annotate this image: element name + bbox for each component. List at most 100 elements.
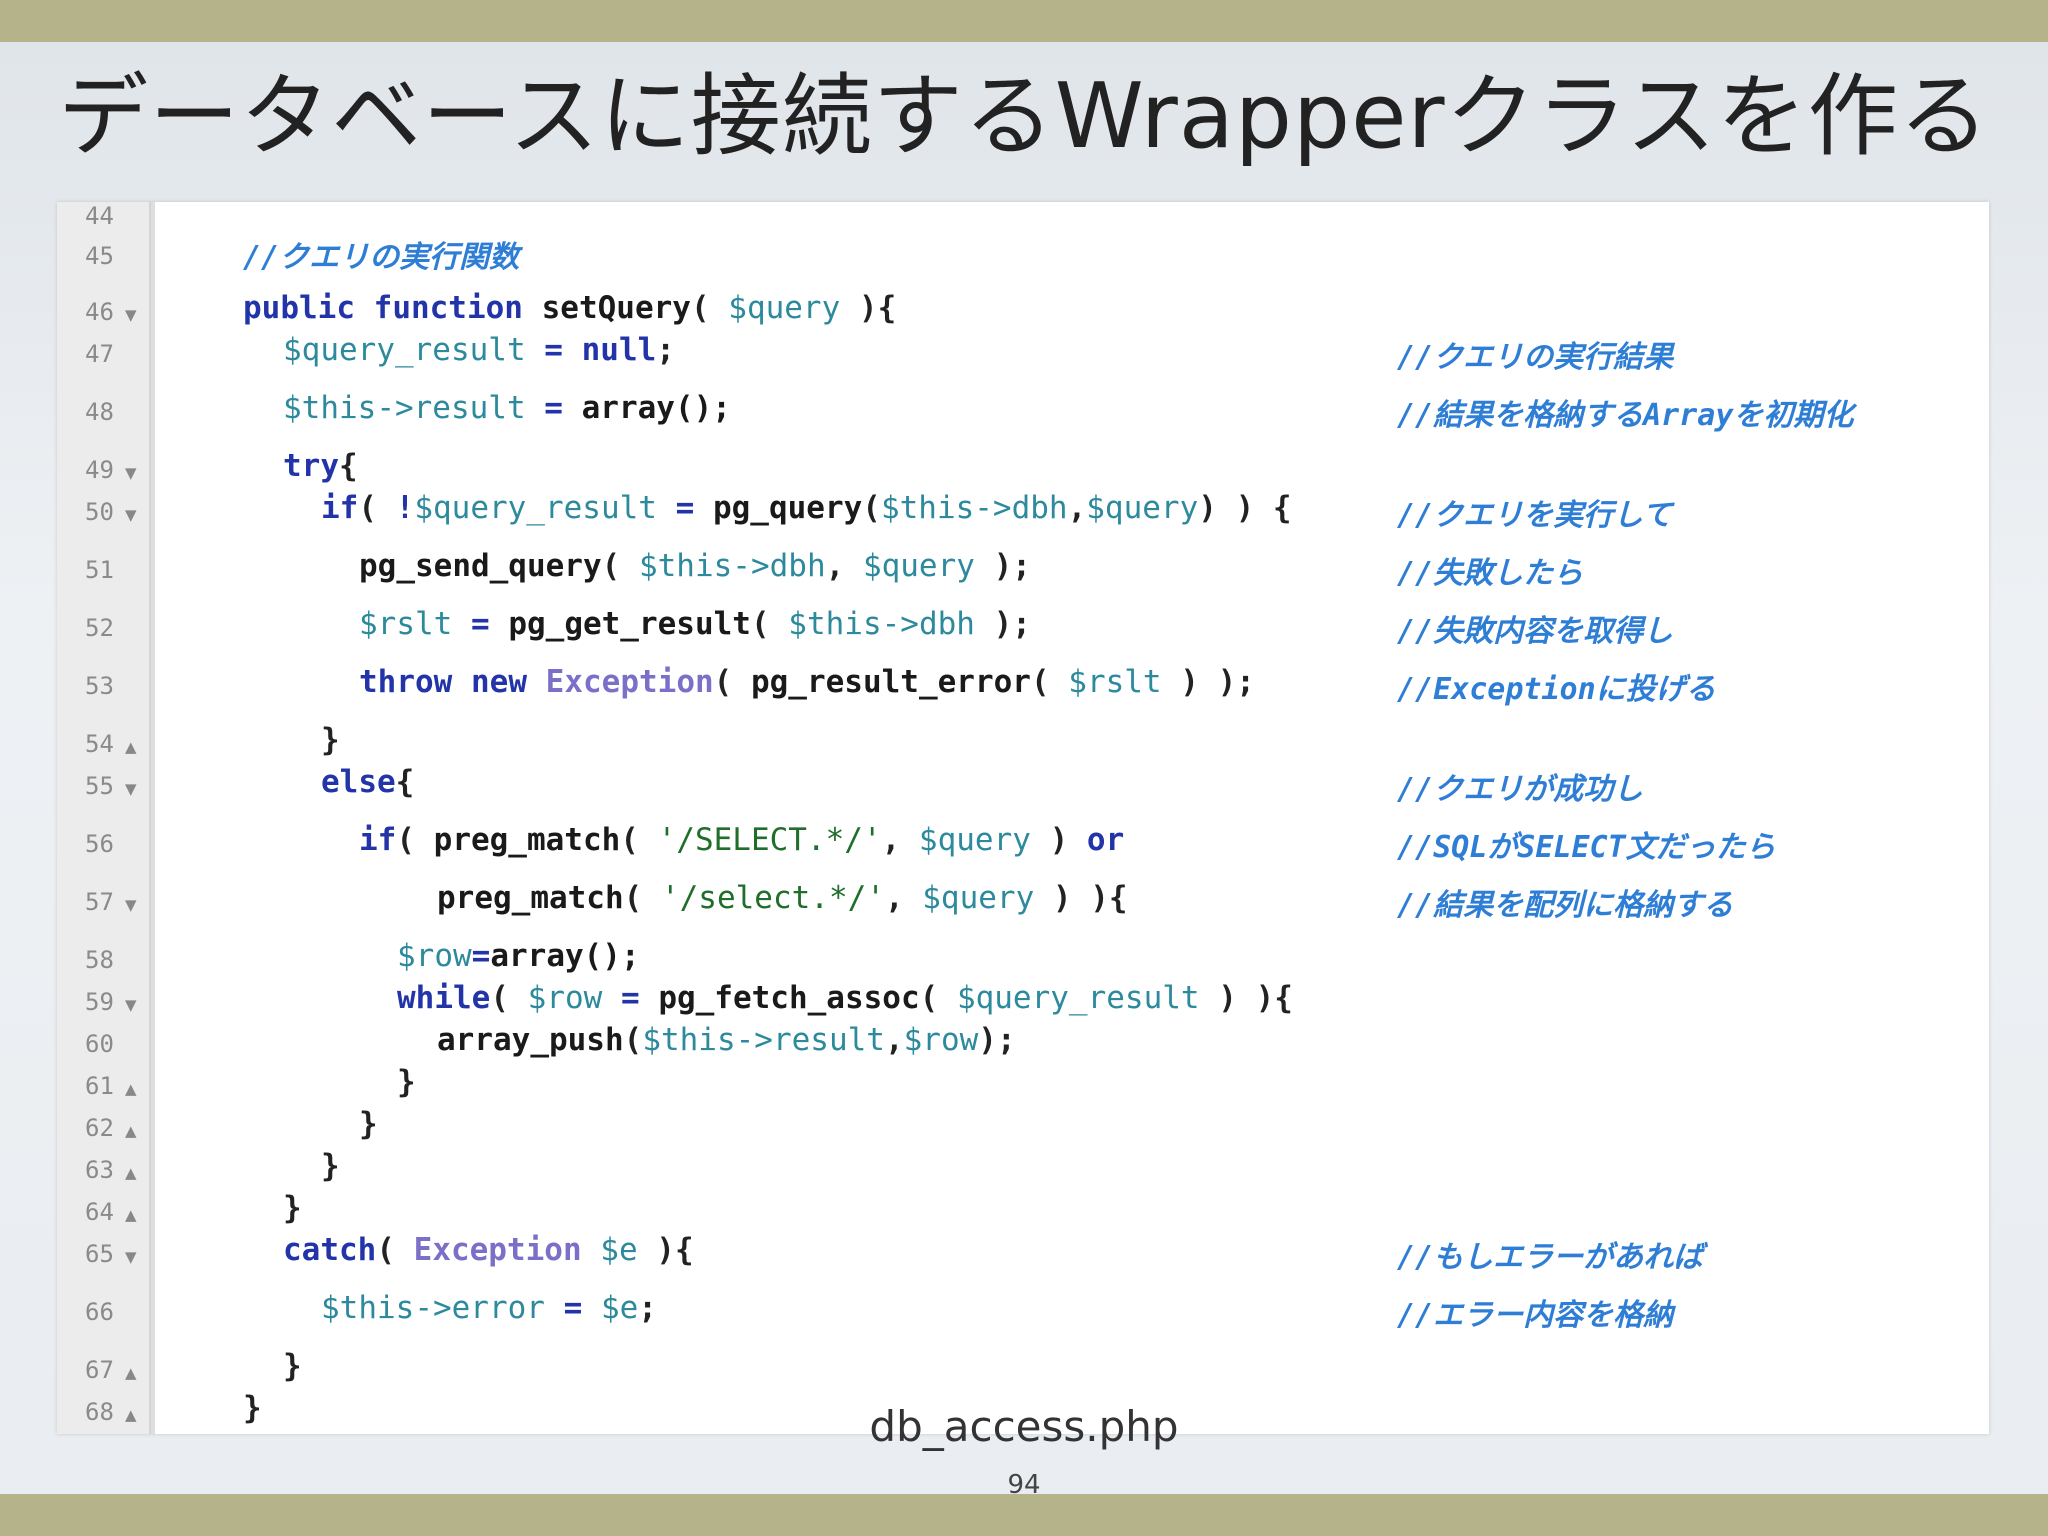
punct: ) <box>1030 822 1087 858</box>
line-number: 53 <box>85 672 114 700</box>
variable: $this->dbh <box>638 548 826 584</box>
variable: $query <box>862 548 975 584</box>
variable: $this->result <box>642 1022 885 1058</box>
punct: ) ){ <box>1199 980 1293 1016</box>
function-name: pg_result_error <box>750 664 1031 700</box>
line-number: 47 <box>85 340 114 368</box>
fold-down-icon[interactable]: ▼ <box>125 506 137 524</box>
variable: $query <box>728 290 841 326</box>
punct: ) ) { <box>1198 490 1292 526</box>
code-line-62: } <box>359 1106 378 1142</box>
variable: $this->dbh <box>788 606 975 642</box>
variable: $row <box>903 1022 979 1058</box>
fold-down-icon[interactable]: ▼ <box>125 896 137 914</box>
variable: $e <box>600 1290 639 1326</box>
operator: = <box>471 938 491 974</box>
line-number: 57 <box>85 888 114 916</box>
punct: ( <box>690 290 729 326</box>
fold-up-icon[interactable]: ▲ <box>125 738 137 756</box>
variable: $row <box>397 938 472 974</box>
code-line-46: public function setQuery( $query ){ <box>243 290 896 326</box>
file-name-caption: db_access.php <box>869 1402 1179 1451</box>
code-line-49: try{ <box>283 448 358 484</box>
keyword: null <box>581 332 657 368</box>
variable: $row <box>527 980 603 1016</box>
string: '/SELECT.*/' <box>657 822 882 858</box>
code-comment: //クエリの実行結果 <box>1397 340 1674 375</box>
class-name: Exception <box>545 664 714 700</box>
bottom-band <box>0 1494 2048 1536</box>
line-number: 66 <box>85 1298 114 1326</box>
fold-up-icon[interactable]: ▲ <box>125 1122 137 1140</box>
operator: = <box>525 332 582 368</box>
code-line-65: catch( Exception $e ){ <box>283 1232 694 1268</box>
keyword: catch <box>283 1232 377 1268</box>
line-number: 65 <box>85 1240 114 1268</box>
punct: , <box>884 1022 904 1058</box>
code-line-53: throw new Exception( pg_result_error( $r… <box>359 664 1255 700</box>
line-number: 56 <box>85 830 114 858</box>
code-comment: //結果を格納するArrayを初期化 <box>1397 398 1854 433</box>
fold-up-icon[interactable]: ▲ <box>125 1080 137 1098</box>
fold-down-icon[interactable]: ▼ <box>125 996 137 1014</box>
keyword: new <box>471 664 527 700</box>
punct: ( <box>1030 664 1069 700</box>
punct: ; <box>656 332 675 368</box>
function-name: preg_match <box>437 880 624 916</box>
line-number: 46 <box>85 298 114 326</box>
punct: , <box>884 880 923 916</box>
punct: ( <box>713 664 751 700</box>
fold-up-icon[interactable]: ▲ <box>125 1406 137 1424</box>
code-line-54: } <box>321 722 340 758</box>
fold-up-icon[interactable]: ▲ <box>125 1164 137 1182</box>
punct: ); <box>974 606 1031 642</box>
code-line-56: if( preg_match( '/SELECT.*/', $query ) o… <box>359 822 1124 858</box>
line-number: 60 <box>85 1030 114 1058</box>
code-comment: //クエリを実行して <box>1397 498 1673 533</box>
fold-down-icon[interactable]: ▼ <box>125 1248 137 1266</box>
line-number: 64 <box>85 1198 114 1226</box>
line-number: 62 <box>85 1114 114 1142</box>
punct: ); <box>974 548 1031 584</box>
code-line-55: else{ <box>321 764 414 800</box>
fold-down-icon[interactable]: ▼ <box>125 464 137 482</box>
variable: $this->result <box>283 390 526 426</box>
line-number-gutter: 44 45 46 47 48 49 50 51 52 53 54 55 56 5… <box>57 202 151 1434</box>
code-comment: //SQLがSELECT文だったら <box>1397 830 1776 865</box>
class-name: Exception <box>413 1232 582 1268</box>
line-number: 44 <box>85 202 114 230</box>
variable: $query_result <box>414 490 657 526</box>
fold-down-icon[interactable]: ▼ <box>125 306 137 324</box>
function-name: array_push <box>437 1022 624 1058</box>
line-number: 52 <box>85 614 114 642</box>
code-line-52: $rslt = pg_get_result( $this->dbh ); <box>359 606 1031 642</box>
fold-up-icon[interactable]: ▲ <box>125 1364 137 1382</box>
code-line-51: pg_send_query( $this->dbh, $query ); <box>359 548 1031 584</box>
keyword: if <box>321 490 359 526</box>
punct: ( <box>396 822 434 858</box>
fold-down-icon[interactable]: ▼ <box>125 780 137 798</box>
code-line-58: $row=array(); <box>397 938 640 974</box>
code-line-63: } <box>321 1148 340 1184</box>
variable: $e <box>581 1232 638 1268</box>
code-line-66: $this->error = $e; <box>321 1290 657 1326</box>
variable: $this->error <box>321 1290 545 1326</box>
code-line-59: while( $row = pg_fetch_assoc( $query_res… <box>397 980 1293 1016</box>
fold-up-icon[interactable]: ▲ <box>125 1206 137 1224</box>
keyword: or <box>1086 822 1125 858</box>
punct: ){ <box>840 290 897 326</box>
line-number: 59 <box>85 988 114 1016</box>
punct: ( <box>376 1232 414 1268</box>
line-number: 67 <box>85 1356 114 1384</box>
code-line-67: } <box>283 1348 302 1384</box>
punct: ( <box>623 1022 643 1058</box>
variable: $query <box>918 822 1031 858</box>
code-line-60: array_push($this->result,$row); <box>437 1022 1016 1058</box>
line-number: 55 <box>85 772 114 800</box>
line-number: 68 <box>85 1398 114 1426</box>
punct: ); <box>978 1022 1016 1058</box>
code-comment: //失敗したら <box>1397 556 1584 591</box>
keyword: else <box>321 764 396 800</box>
code-comment: //クエリの実行関数 <box>243 240 520 275</box>
code-line-50: if( !$query_result = pg_query($this->dbh… <box>321 490 1292 526</box>
